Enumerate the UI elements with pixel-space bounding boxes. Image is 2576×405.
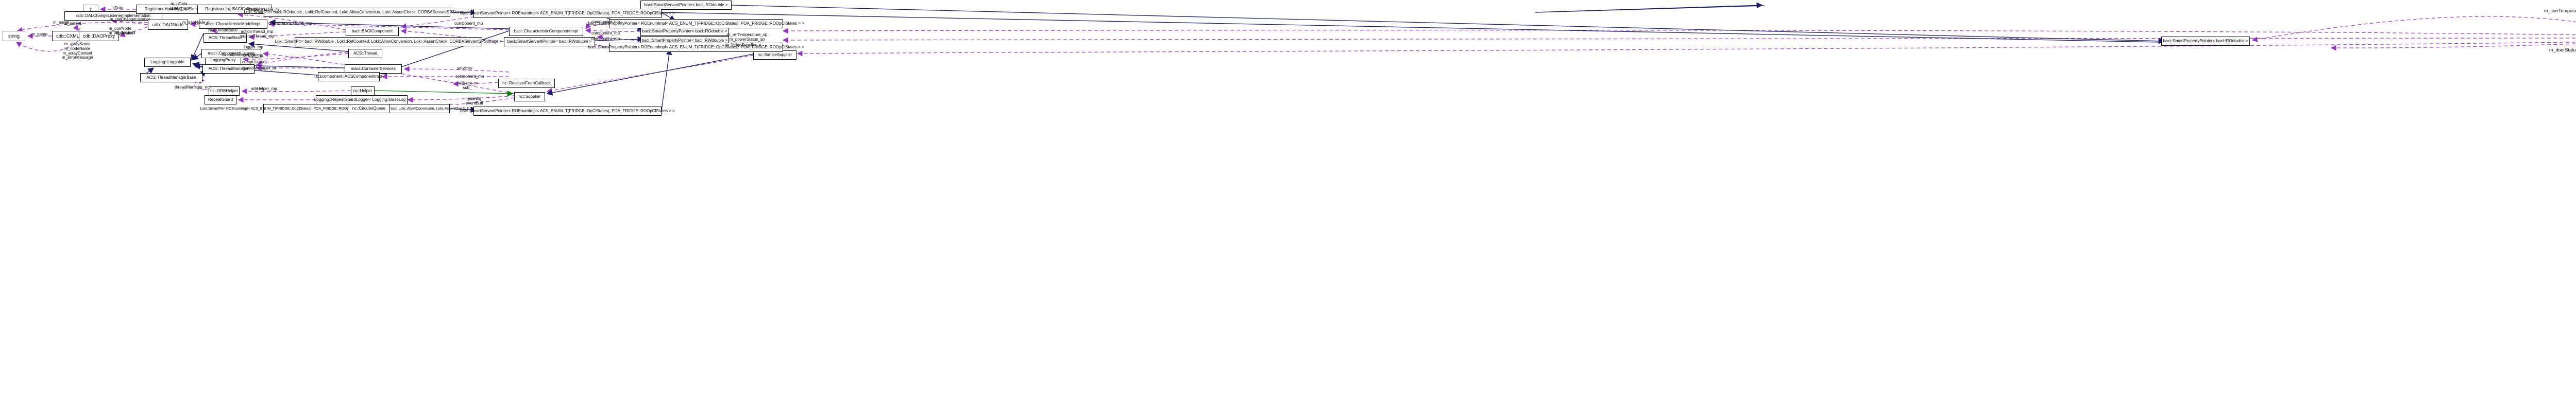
node-smartservant-roenum[interactable]: baci::SmartServantPointer< ROEnumImpl< A… xyxy=(460,9,675,18)
inheritance-edges xyxy=(140,2,2165,113)
node-smartservant-rodouble-top[interactable]: baci::SmartServantPointer< baci::ROdoubl… xyxy=(640,1,732,10)
node-characteristiccomponentimpl[interactable]: baci::CharacteristicComponentImpl xyxy=(509,27,583,36)
edge-label-nullthreadbase: NullThreadBase xyxy=(208,28,238,32)
node-loggable[interactable]: Logging::Loggable xyxy=(144,58,191,67)
edge-label-orbhelper-mp: orbHelper_mp xyxy=(251,86,277,91)
node-supplier[interactable]: nc::Supplier xyxy=(514,92,545,101)
edge-label-threadmanager-mp2: threadManager_mp xyxy=(175,85,211,90)
node-daoproxy[interactable]: cdb::DAOProxy xyxy=(79,31,119,41)
node-bacicomponent[interactable]: baci::BACIComponent xyxy=(346,27,399,36)
node-smartservant-roenum2[interactable]: baci::SmartServantPointer< ROEnumImpl< A… xyxy=(460,107,675,116)
node-helper[interactable]: nc::Helper xyxy=(351,86,375,96)
public-edges xyxy=(374,90,514,97)
node-smartprop-roenum-bottom[interactable]: baci::SmartPropertyPointer< ROEnumImpl< … xyxy=(588,43,804,52)
edge-label-m-refTemperature-sp: m_refTemperature_sp m_powerStatus_sp xyxy=(727,32,768,42)
node-smartservant-rwdouble[interactable]: baci::SmartServantPointer< baci::RWdoubl… xyxy=(504,37,595,46)
edge-label-m-currTemperature-sp: m_currTemperature_sp xyxy=(2544,8,2576,13)
node-repeatguardlogger[interactable]: Logging::RepeatGuardLogger< Logging::Bas… xyxy=(314,95,409,104)
node-componentlistener[interactable]: maci::ComponentListener xyxy=(201,49,261,58)
node-loki-rwdouble-left[interactable]: Loki::SmartPtr< baci::RWdouble , Loki::R… xyxy=(275,37,502,46)
node-threadmanagerbase[interactable]: ACS::ThreadManagerBase xyxy=(140,73,202,82)
node-smartprop-roenum-top[interactable]: baci::SmartPropertyPointer< ROEnumImpl< … xyxy=(588,19,804,28)
edge-label-m-doorStatus-sp: m_doorStatus_sp xyxy=(2549,47,2576,52)
edge-label-component-mp-d: component_mp xyxy=(591,37,620,41)
edge-label-callback-m: callback_m sub_ xyxy=(457,81,478,90)
edge-label-component-mp-a: component_mp xyxy=(454,21,483,26)
edge-label-marrayname: m_arrayName m_nodeName m_arrayContent m_… xyxy=(62,42,93,60)
edge-label-guardlg: guardlg eventBuff xyxy=(466,96,483,105)
node-characteristicmodelimpl[interactable]: baci::CharacteristicModelImpl xyxy=(199,20,267,29)
node-smartprop-rodouble-far[interactable]: baci::SmartPropertyPointer< baci::ROdoub… xyxy=(2161,37,2250,46)
node-repeatguard[interactable]: RepeatGuard xyxy=(205,95,236,104)
edge-label-tData: tData xyxy=(113,6,124,10)
edge-label-characteristicmodel: characteristicModel_mp xyxy=(268,21,312,26)
node-threadbase[interactable]: ACS::ThreadBase xyxy=(204,33,247,43)
edge-label-component-mp-e: component_mp xyxy=(455,74,484,79)
edge-label-mparent: m_parent xyxy=(64,21,81,26)
node-receiverfromcallback[interactable]: nc::ReceiverFromCallback xyxy=(498,79,555,88)
node-threadmanager[interactable]: ACS::ThreadManager xyxy=(202,64,255,74)
edge-label-mname-node: m_name xyxy=(31,32,48,37)
node-string[interactable]: string xyxy=(3,31,25,41)
edge-label-mname-left: m_name xyxy=(53,20,70,25)
node-daonode[interactable]: cdb::DAONode xyxy=(148,20,188,30)
usage-edges xyxy=(15,6,2576,110)
node-loki-rodouble-left[interactable]: Loki::SmartPtr< baci::ROdouble , Loki::R… xyxy=(244,8,470,17)
node-orbhelper[interactable]: nc::ORBHelper xyxy=(209,86,240,96)
node-registrar-int-baci[interactable]: Registrar< int, BACICallback * > xyxy=(197,5,272,14)
node-acs-thread[interactable]: ACS::Thread xyxy=(348,49,382,58)
edge-label-services: services xyxy=(457,66,472,71)
node-circularqueue[interactable]: nc::CircularQueue xyxy=(348,104,390,113)
node-acscomponentimpl[interactable]: acscomponent::ACSComponentImpl xyxy=(315,72,382,81)
edge-label-component-mp-c: component_mp xyxy=(591,31,620,36)
